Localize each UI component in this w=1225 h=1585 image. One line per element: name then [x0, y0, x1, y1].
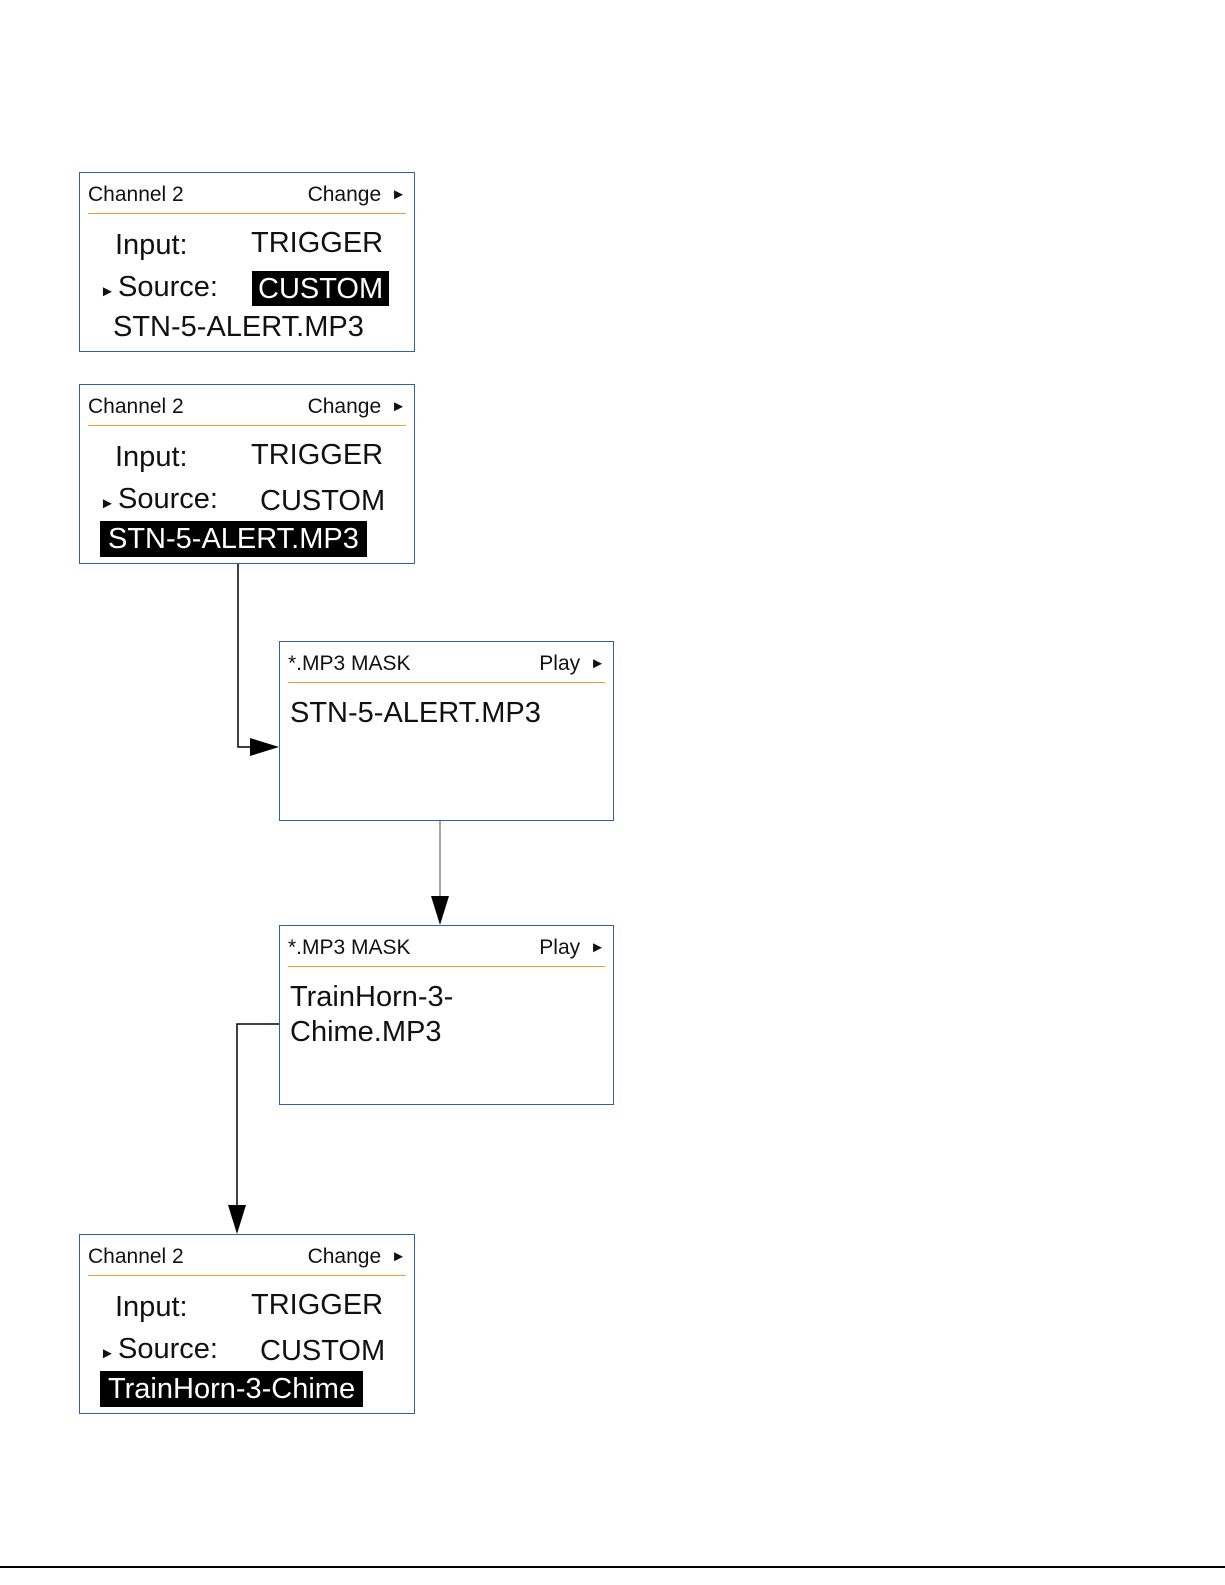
input-label: Input:	[115, 1291, 188, 1324]
screen-header: Channel 2 Change ►	[88, 1243, 406, 1276]
row-pointer-icon: ►	[100, 283, 115, 300]
change-button[interactable]: Change ►	[308, 183, 406, 207]
screen-header: *.MP3 MASK Play ►	[288, 934, 605, 967]
file-name[interactable]: STN-5-ALERT.MP3	[100, 521, 367, 557]
mp3-mask-screen-alert: *.MP3 MASK Play ► STN-5-ALERT.MP3	[279, 641, 614, 821]
file-name: STN-5-ALERT.MP3	[113, 309, 364, 345]
row-pointer-icon: ►	[100, 1345, 115, 1362]
screen-title: Channel 2	[88, 395, 184, 419]
screen-header: *.MP3 MASK Play ►	[288, 650, 605, 683]
play-triangle-icon: ►	[391, 186, 406, 203]
screen-header: Channel 2 Change ►	[88, 181, 406, 214]
play-button[interactable]: Play ►	[539, 652, 605, 676]
play-triangle-icon: ►	[590, 939, 605, 956]
change-button[interactable]: Change ►	[308, 395, 406, 419]
channel-screen-trainhorn-selected: Channel 2 Change ► Input: TRIGGER ► Sourc…	[79, 1234, 415, 1414]
play-label: Play	[539, 652, 580, 675]
mp3-mask-screen-trainhorn: *.MP3 MASK Play ► TrainHorn-3- Chime.MP3	[279, 925, 614, 1105]
source-value[interactable]: CUSTOM	[252, 271, 389, 306]
change-label: Change	[308, 1245, 382, 1268]
screen-title: Channel 2	[88, 1245, 184, 1269]
change-button[interactable]: Change ►	[308, 1245, 406, 1269]
file-name[interactable]: TrainHorn-3-Chime	[100, 1371, 363, 1407]
source-value: CUSTOM	[254, 483, 391, 518]
file-list: STN-5-ALERT.MP3	[290, 696, 541, 731]
change-label: Change	[308, 183, 382, 206]
screen-title: Channel 2	[88, 183, 184, 207]
arrow-down-icon	[431, 821, 449, 925]
arrow-down-icon	[228, 1024, 279, 1234]
page-bottom-rule	[0, 1566, 1225, 1568]
row-pointer-icon: ►	[100, 495, 115, 512]
file-list-item[interactable]: STN-5-ALERT.MP3	[290, 696, 541, 731]
source-value: CUSTOM	[254, 1333, 391, 1368]
channel-screen-source-selected: Channel 2 Change ► Input: TRIGGER ► Sourc…	[79, 172, 415, 352]
file-list-item-line-2[interactable]: Chime.MP3	[290, 1015, 453, 1050]
input-label: Input:	[115, 441, 188, 474]
input-label: Input:	[115, 229, 188, 262]
file-list: TrainHorn-3- Chime.MP3	[290, 980, 453, 1050]
play-button[interactable]: Play ►	[539, 936, 605, 960]
play-triangle-icon: ►	[391, 1248, 406, 1265]
input-value: TRIGGER	[245, 437, 389, 472]
screen-title: *.MP3 MASK	[288, 652, 411, 676]
play-triangle-icon: ►	[590, 655, 605, 672]
input-value: TRIGGER	[245, 1287, 389, 1322]
play-triangle-icon: ►	[391, 398, 406, 415]
arrow-right-icon	[238, 564, 279, 756]
screen-header: Channel 2 Change ►	[88, 393, 406, 426]
file-list-item-line-1[interactable]: TrainHorn-3-	[290, 980, 453, 1015]
screen-title: *.MP3 MASK	[288, 936, 411, 960]
source-label: Source:	[118, 483, 218, 516]
change-label: Change	[308, 395, 382, 418]
source-label: Source:	[118, 271, 218, 304]
channel-screen-file-selected: Channel 2 Change ► Input: TRIGGER ► Sourc…	[79, 384, 415, 564]
input-value: TRIGGER	[245, 225, 389, 260]
source-label: Source:	[118, 1333, 218, 1366]
play-label: Play	[539, 936, 580, 959]
